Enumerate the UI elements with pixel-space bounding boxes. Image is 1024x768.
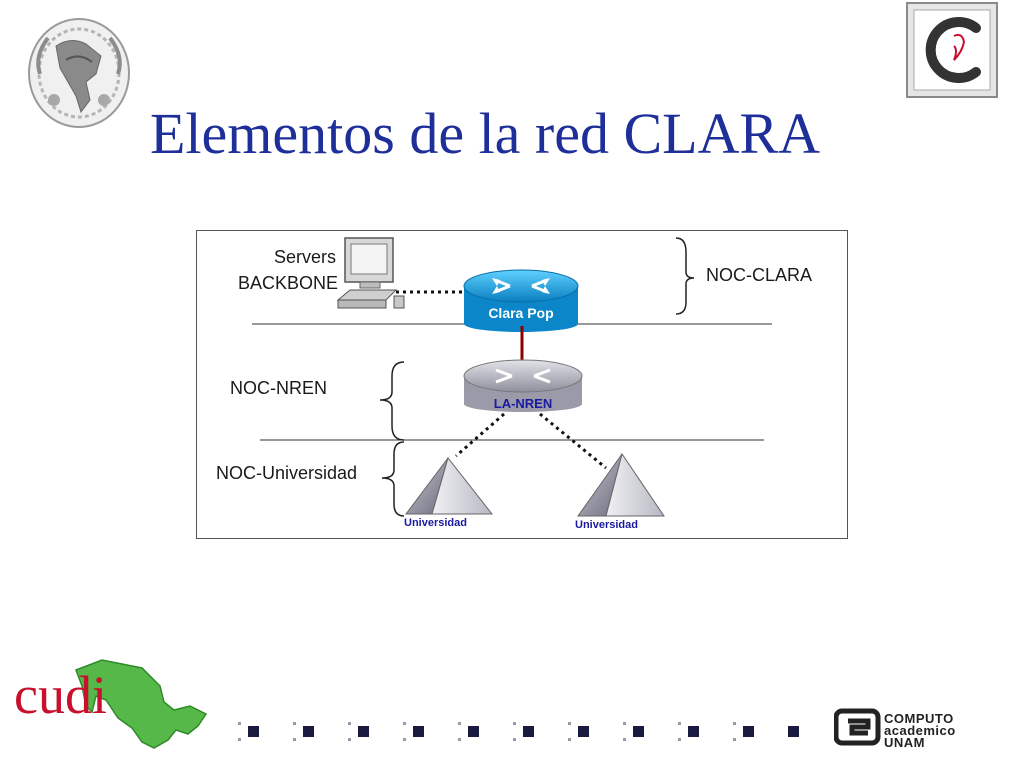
router-icon (463, 359, 583, 412)
link-nren-uni2 (539, 412, 607, 470)
computo-academico-logo-icon (834, 708, 881, 746)
noc-nren-label: NOC-NREN (230, 378, 327, 398)
slide-title: Elementos de la red CLARA (150, 101, 821, 166)
brace-noc-clara (675, 237, 695, 315)
universidad-label: Universidad (404, 517, 467, 529)
clara-pop-label: Clara Pop (488, 305, 554, 321)
pyramid-icon (577, 452, 665, 517)
computo-academico-text: COMPUTO academico UNAM (884, 711, 956, 750)
unam-seal-icon (28, 18, 130, 128)
la-nren-label: LA-NREN (493, 396, 553, 411)
servers-label: Servers (273, 247, 336, 267)
workstation-icon (336, 237, 405, 309)
noc-universidad-label: NOC-Universidad (216, 463, 358, 483)
noc-clara-label: NOC-CLARA (706, 265, 813, 285)
backbone-label: BACKBONE (237, 273, 338, 293)
cudi-logo-text: cudi (14, 665, 107, 725)
universidad-label: Universidad (575, 519, 638, 531)
brace-noc-universidad (381, 441, 405, 517)
router-icon (463, 269, 579, 332)
diagram-frame (196, 230, 848, 539)
clara-logo-icon (906, 2, 998, 98)
decorative-squares (238, 722, 799, 741)
link-nren-uni1 (455, 412, 505, 458)
pyramid-icon (405, 456, 494, 515)
mexico-map-icon (75, 659, 208, 749)
brace-noc-nren (379, 361, 405, 441)
